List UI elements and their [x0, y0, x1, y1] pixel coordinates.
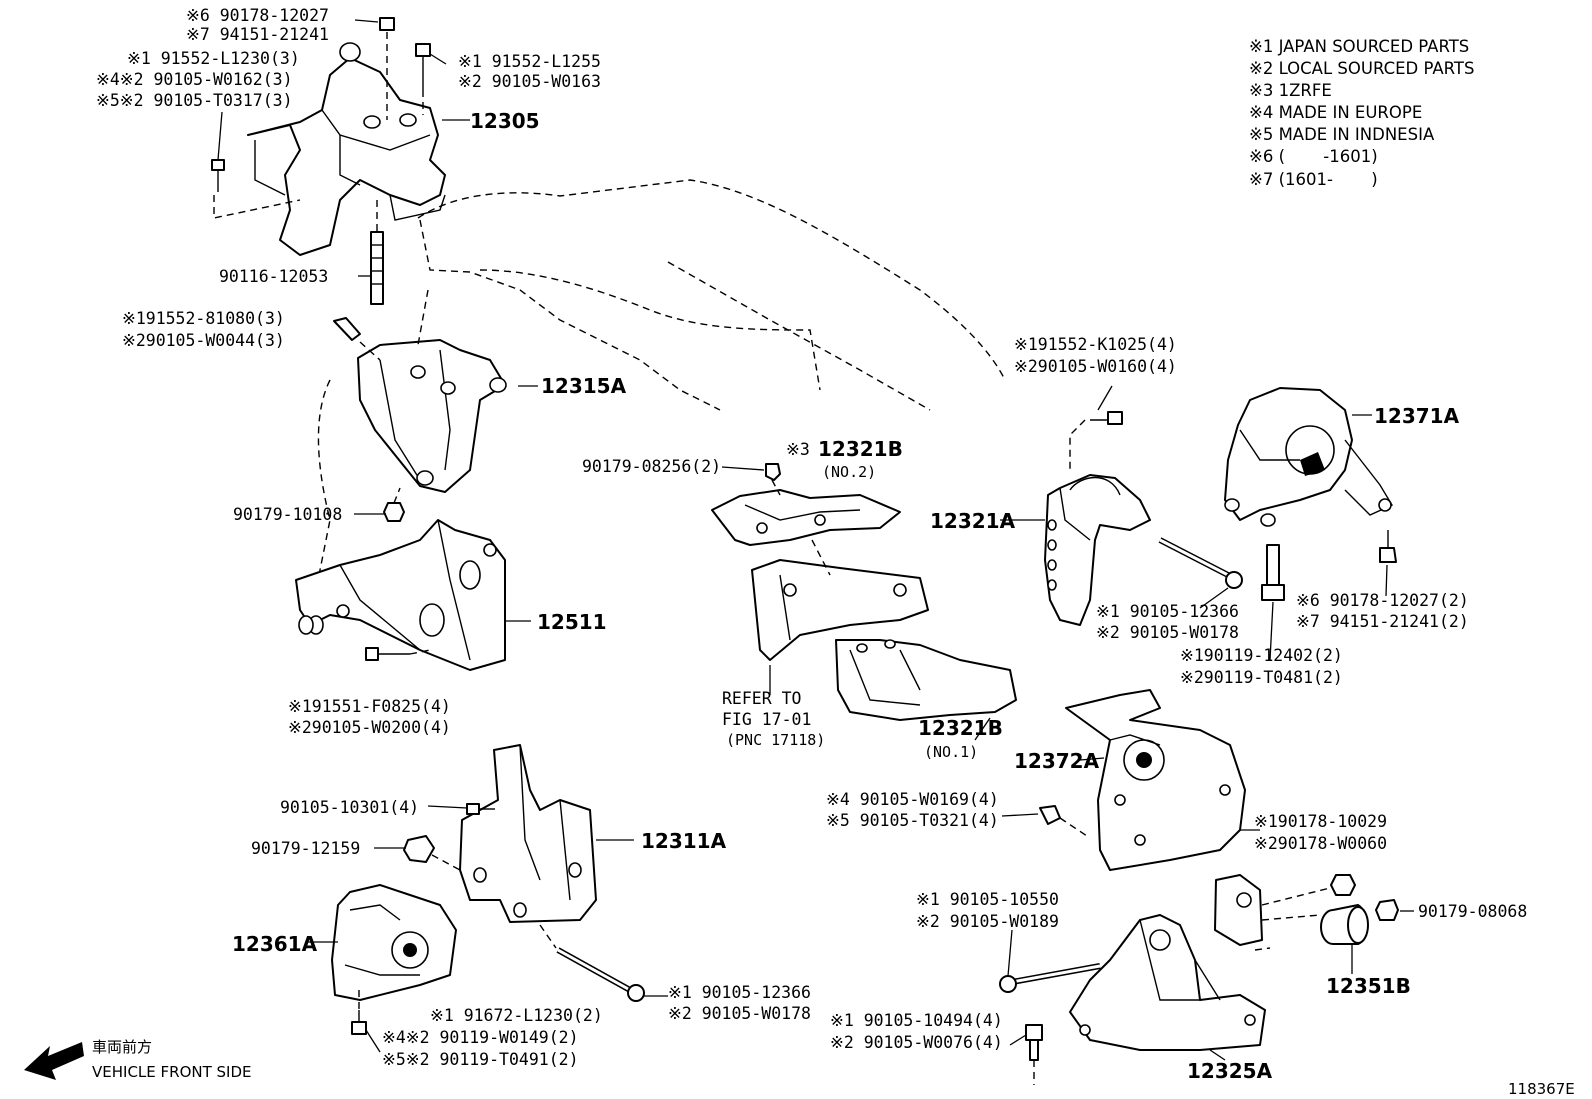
part-label: ※290105-W0200(4): [288, 718, 451, 737]
mount-12371A: [1224, 387, 1397, 601]
legend-item: ※7 (1601- ): [1249, 170, 1378, 189]
bushing-12351B: [1261, 904, 1369, 945]
part-number: 12321B: [918, 716, 1003, 740]
bolt-90105-12366-lower: [539, 924, 645, 1002]
part-numbers: 12305 12315A 12511 12311A 12361A ※3 1232…: [232, 109, 1460, 1083]
part-label: ※2 90105-W0178: [1096, 623, 1239, 642]
part-label: ※1 90105-10494(4): [830, 1011, 1003, 1030]
part-label: ※7 94151-21241(2): [1296, 612, 1469, 631]
nut-90179-08068: [1375, 899, 1399, 921]
part-label: ※190119-12402(2): [1180, 646, 1343, 665]
part-label: ※1 90105-10550: [916, 890, 1059, 909]
part-label: ※5※2 90119-T0491(2): [382, 1050, 579, 1069]
legend: ※1 JAPAN SOURCED PARTS ※2 LOCAL SOURCED …: [1249, 37, 1474, 189]
part-label: ※290105-W0160(4): [1014, 357, 1177, 376]
bracket-12315A: [333, 289, 507, 493]
part-label: ※191552-81080(3): [122, 309, 285, 328]
bolt-90105-12366-upper: [1158, 537, 1243, 589]
stud-90116-12053: [370, 200, 384, 305]
mount-12305: [211, 17, 446, 256]
part-label: ※7 94151-21241: [186, 25, 329, 44]
insulator-12321B-no1: [835, 639, 1017, 721]
part-number: 12325A: [1187, 1059, 1273, 1083]
nut-90179-10108: [383, 487, 405, 522]
legend-item: ※6 ( -1601): [1249, 147, 1378, 166]
part-sub: (NO.2): [822, 463, 876, 481]
part-number: 12372A: [1014, 749, 1100, 773]
part-label: ※290178-W0060: [1254, 834, 1387, 853]
bracket-refer-fig: [751, 539, 929, 661]
part-number: 12361A: [232, 932, 318, 956]
bolt-90105-10494: [1025, 1024, 1043, 1085]
insulator-12321B-no2: [711, 463, 901, 546]
part-prefix: ※3: [786, 440, 810, 459]
part-label: ※5 90105-T0321(4): [826, 811, 999, 830]
part-label: 90105-10301(4): [280, 798, 419, 817]
part-label: 90179-08068: [1418, 902, 1527, 921]
refer-text: REFER TO: [722, 689, 801, 708]
part-label: ※1 90105-12366: [1096, 602, 1239, 621]
part-label: ※6 90178-12027: [186, 6, 329, 25]
part-label: ※2 90105-W0163: [458, 72, 601, 91]
bushing-90179-12159: [403, 835, 461, 871]
fastener-labels: ※6 90178-12027 ※7 94151-21241 ※1 91552-L…: [96, 6, 1527, 1069]
direction-jp: 車両前方: [92, 1038, 152, 1056]
part-label: ※190178-10029: [1254, 812, 1387, 831]
part-label: ※290105-W0044(3): [122, 331, 285, 350]
part-label: ※2 90105-W0076(4): [830, 1033, 1003, 1052]
mount-12361A: [331, 884, 457, 1035]
part-label: ※2 90105-W0189: [916, 912, 1059, 931]
leader-dash: [1254, 947, 1271, 951]
part-label: ※1 90105-12366: [668, 983, 811, 1002]
bolt-90105-10550: [999, 963, 1101, 993]
part-label: ※4 90105-W0169(4): [826, 790, 999, 809]
part-label: ※290119-T0481(2): [1180, 668, 1343, 687]
part-label: ※6 90178-12027(2): [1296, 591, 1469, 610]
legend-item: ※5 MADE IN INDNESIA: [1249, 125, 1435, 144]
bracket-12311A: [459, 744, 597, 923]
legend-item: ※2 LOCAL SOURCED PARTS: [1249, 59, 1474, 78]
leader-dash: [213, 195, 301, 219]
legend-item: ※3 1ZRFE: [1249, 81, 1332, 100]
part-label: 90179-10108: [233, 505, 342, 524]
front-arrow-icon: [24, 1042, 84, 1080]
part-number: 12315A: [541, 374, 627, 398]
part-label: ※4※2 90105-W0162(3): [96, 70, 293, 89]
mount-12372A: [1039, 689, 1246, 871]
legend-item: ※1 JAPAN SOURCED PARTS: [1249, 37, 1469, 56]
refer-text: FIG 17-01: [722, 710, 811, 729]
part-label: 90116-12053: [219, 267, 328, 286]
bracket-12511: [295, 519, 506, 671]
part-label: ※1 91672-L1230(2): [430, 1006, 603, 1025]
part-number: 12371A: [1374, 404, 1460, 428]
part-label: ※191552-K1025(4): [1014, 335, 1177, 354]
part-label: 90179-08256(2): [582, 457, 721, 476]
part-label: ※2 90105-W0178: [668, 1004, 811, 1023]
part-label: 90179-12159: [251, 839, 360, 858]
leader-lines: [217, 19, 1414, 1061]
part-label: ※5※2 90105-T0317(3): [96, 91, 293, 110]
bracket-12325A: [1069, 874, 1266, 1051]
part-sub: (NO.1): [924, 743, 978, 761]
refer-text: (PNC 17118): [726, 731, 825, 749]
part-label: ※191551-F0825(4): [288, 697, 451, 716]
nut-90178-10029: [1261, 874, 1356, 906]
part-number: 12311A: [641, 829, 727, 853]
part-number: 12511: [537, 610, 607, 634]
part-number: 12305: [470, 109, 540, 133]
part-label: ※1 91552-L1230(3): [127, 49, 300, 68]
figure-id: 118367E: [1508, 1080, 1575, 1098]
part-number: 12351B: [1326, 974, 1411, 998]
direction-en: VEHICLE FRONT SIDE: [92, 1063, 252, 1081]
part-number: 12321A: [930, 509, 1016, 533]
part-label: ※1 91552-L1255: [458, 52, 601, 71]
engine-outline: [317, 179, 1006, 581]
part-number: 12321B: [818, 437, 903, 461]
bracket-12321A: [1044, 411, 1151, 626]
legend-item: ※4 MADE IN EUROPE: [1249, 103, 1422, 122]
part-label: ※4※2 90119-W0149(2): [382, 1028, 579, 1047]
